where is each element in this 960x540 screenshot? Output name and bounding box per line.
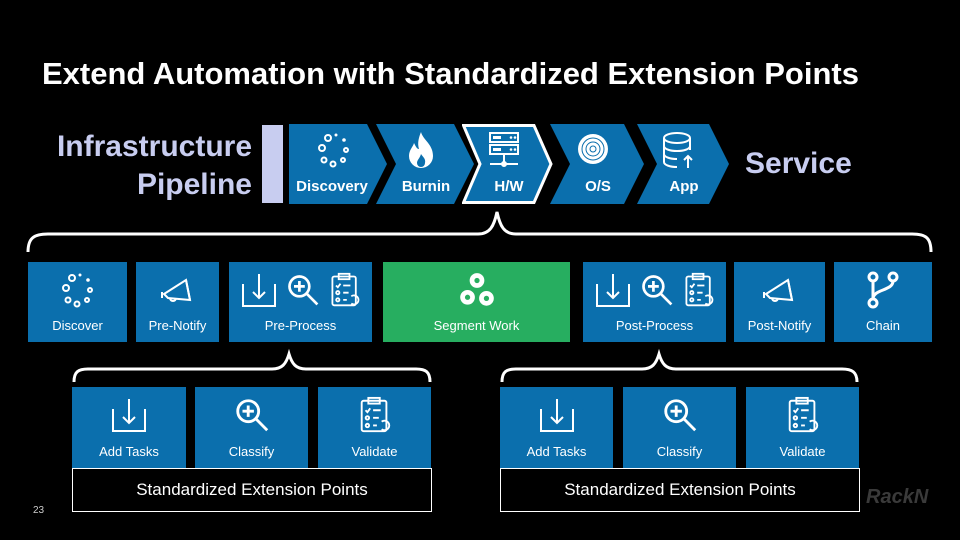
stage-label: App bbox=[669, 178, 699, 195]
add-tasks-icon bbox=[239, 270, 279, 310]
sub-label: Classify bbox=[228, 444, 275, 459]
pre-process-brace bbox=[72, 348, 432, 383]
step-label: Pre-Process bbox=[264, 318, 337, 333]
step-chain[interactable]: Chain bbox=[834, 262, 932, 342]
post-classify[interactable]: Classify bbox=[623, 387, 736, 468]
main-brace bbox=[26, 211, 933, 253]
page-number: 23 bbox=[33, 505, 45, 516]
sub-label: Validate bbox=[779, 444, 826, 459]
clipboard-checklist-icon bbox=[327, 270, 363, 310]
pipeline-start-bar bbox=[262, 125, 283, 203]
pipeline-label: Infrastructure Pipeline bbox=[57, 128, 252, 204]
rackn-logo: RackN bbox=[866, 486, 929, 508]
magnify-plus-icon bbox=[661, 395, 699, 435]
step-segment-work[interactable]: Segment Work bbox=[383, 262, 570, 342]
step-post-notify[interactable]: Post-Notify bbox=[734, 262, 825, 342]
dots-icon bbox=[58, 270, 98, 310]
step-pre-process[interactable]: Pre-Process bbox=[229, 262, 372, 342]
pre-add-tasks[interactable]: Add Tasks bbox=[72, 387, 186, 468]
stage-label: H/W bbox=[494, 178, 524, 195]
stage-os[interactable]: O/S bbox=[550, 124, 644, 204]
stage-label: Discovery bbox=[296, 178, 368, 195]
magnify-plus-icon bbox=[285, 270, 321, 310]
step-pre-notify[interactable]: Pre-Notify bbox=[136, 262, 219, 342]
step-post-process[interactable]: Post-Process bbox=[583, 262, 726, 342]
pre-extension-points-label: Standardized Extension Points bbox=[72, 468, 432, 512]
stage-app[interactable]: App bbox=[637, 124, 729, 204]
step-label: Chain bbox=[866, 318, 900, 333]
clipboard-checklist-icon bbox=[681, 270, 717, 310]
magnify-plus-icon bbox=[639, 270, 675, 310]
stage-discovery[interactable]: Discovery bbox=[289, 124, 387, 204]
step-label: Post-Notify bbox=[747, 318, 812, 333]
slide-title: Extend Automation with Standardized Exte… bbox=[42, 56, 859, 91]
branch-icon bbox=[863, 270, 903, 310]
post-validate[interactable]: Validate bbox=[746, 387, 859, 468]
stage-hw[interactable]: H/W bbox=[462, 124, 554, 204]
step-label: Post-Process bbox=[615, 318, 694, 333]
stage-label: Burnin bbox=[401, 178, 451, 195]
pipeline-label-line2: Pipeline bbox=[136, 168, 252, 201]
gears-icon bbox=[456, 270, 498, 312]
sub-label: Classify bbox=[656, 444, 703, 459]
pre-classify[interactable]: Classify bbox=[195, 387, 308, 468]
sub-label: Validate bbox=[351, 444, 398, 459]
clipboard-checklist-icon bbox=[356, 395, 394, 435]
service-label: Service bbox=[745, 147, 852, 180]
add-tasks-icon bbox=[593, 270, 633, 310]
magnify-plus-icon bbox=[233, 395, 271, 435]
clipboard-checklist-icon bbox=[784, 395, 822, 435]
megaphone-icon bbox=[760, 270, 800, 310]
megaphone-icon bbox=[158, 270, 198, 310]
stage-burnin[interactable]: Burnin bbox=[376, 124, 474, 204]
stage-label: O/S bbox=[585, 178, 611, 195]
post-extension-points-label: Standardized Extension Points bbox=[500, 468, 860, 512]
add-tasks-icon bbox=[109, 395, 149, 435]
sub-label: Add Tasks bbox=[526, 444, 587, 459]
add-tasks-icon bbox=[537, 395, 577, 435]
step-label: Discover bbox=[52, 318, 103, 333]
post-process-brace bbox=[500, 348, 859, 383]
post-add-tasks[interactable]: Add Tasks bbox=[500, 387, 613, 468]
step-discover[interactable]: Discover bbox=[28, 262, 127, 342]
sub-label: Add Tasks bbox=[99, 444, 159, 459]
step-label: Segment Work bbox=[433, 318, 520, 333]
pre-validate[interactable]: Validate bbox=[318, 387, 431, 468]
pipeline-label-line1: Infrastructure bbox=[56, 130, 252, 163]
step-label: Pre-Notify bbox=[148, 318, 207, 333]
